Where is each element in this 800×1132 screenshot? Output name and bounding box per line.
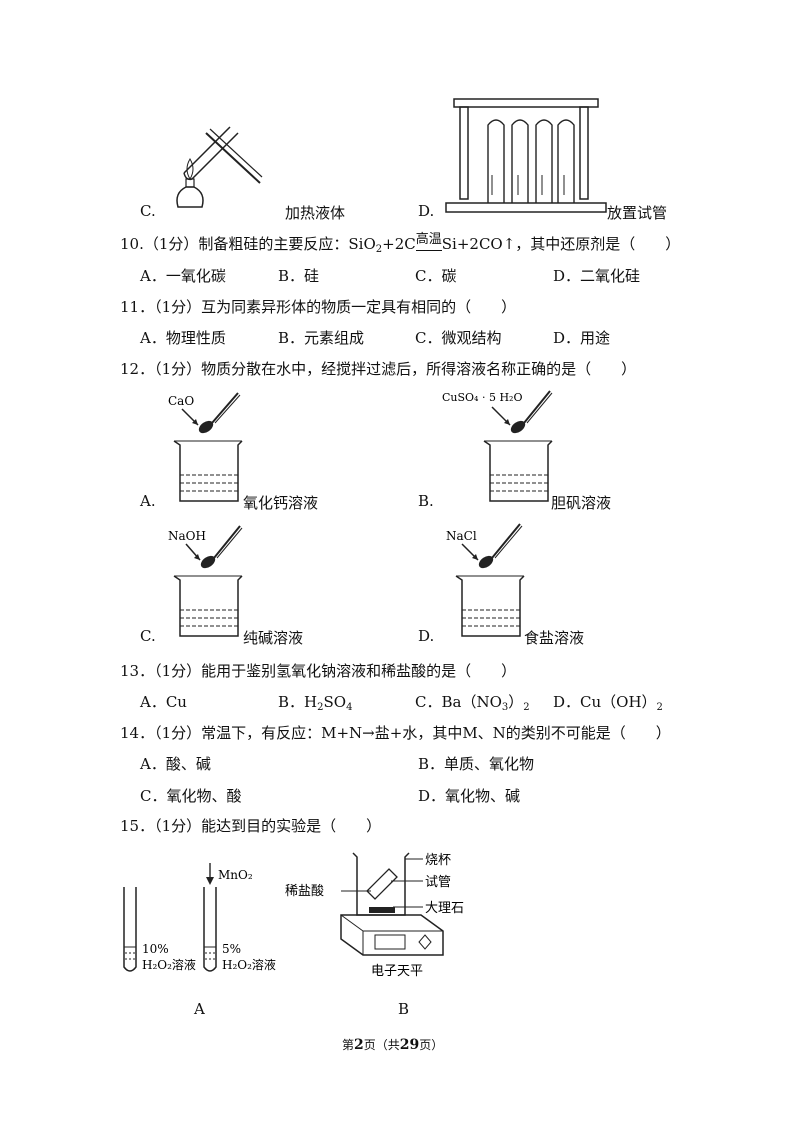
reaction-arrow xyxy=(415,250,442,251)
q13-stem: 13．（1分）能用于鉴别氢氧化钠溶液和稀盐酸的是（ ） xyxy=(120,662,517,680)
q14-stem: 14．（1分）常温下，有反应：M+N→盐+水，其中M、N的类别不可能是（ ） xyxy=(120,724,671,742)
q12-option-c-letter: C. xyxy=(140,627,156,645)
reagent-label-c: NaOH xyxy=(168,529,206,543)
acid-label: 稀盐酸 xyxy=(285,884,324,899)
tube1-percent: 10% xyxy=(142,942,169,956)
heating-liquid-figure xyxy=(176,126,263,208)
q9-option-c-label: 加热液体 xyxy=(285,204,346,222)
q14-option-d: D．氧化物、碱 xyxy=(418,787,521,805)
q14-option-a: A．酸、碱 xyxy=(140,755,211,773)
reagent-label-b: CuSO₄ · 5 H₂O xyxy=(442,391,522,404)
q9-option-d-letter: D. xyxy=(418,202,435,220)
beaker-label: 烧杯 xyxy=(425,853,451,868)
tube1-solution: H₂O₂溶液 xyxy=(142,957,196,972)
q9-option-c-letter: C. xyxy=(140,202,156,220)
q11-stem: 11．（1分）互为同素异形体的物质一定具有相同的（ ） xyxy=(120,298,517,316)
tube2-solution: H₂O₂溶液 xyxy=(222,957,276,972)
test-tube-rack-figure xyxy=(445,98,607,213)
figure-b-caption: B xyxy=(398,1000,410,1018)
q13-option-c: C．Ba（NO3）2 xyxy=(415,693,530,713)
q13-option-a: A．Cu xyxy=(140,693,187,711)
beaker-figure-a: CaO xyxy=(168,392,243,502)
tube2-percent: 5% xyxy=(222,942,241,956)
figure-b-balance: 烧杯 试管 稀盐酸 大理石 电子天平 xyxy=(285,852,464,979)
q10-option-a: A．一氧化碳 xyxy=(140,267,226,285)
figure-a-test-tubes: 10% H₂O₂溶液 5% H₂O₂溶液 MnO₂ xyxy=(123,863,276,972)
beaker-figure-d: NaCl xyxy=(446,523,525,637)
q13-option-d: D．Cu（OH）2 xyxy=(553,693,663,713)
q12-option-b-letter: B. xyxy=(418,492,434,510)
page-footer: 第2页（共29页） xyxy=(342,1037,444,1053)
mno2-label: MnO₂ xyxy=(218,868,253,882)
marble-label: 大理石 xyxy=(425,901,464,916)
balance-label: 电子天平 xyxy=(371,964,423,979)
current-page: 2 xyxy=(354,1037,364,1053)
q12-option-d-letter: D. xyxy=(418,627,435,645)
q12-option-a-label: 氧化钙溶液 xyxy=(243,494,319,512)
reagent-label-d: NaCl xyxy=(446,529,477,543)
q12-option-c-label: 纯碱溶液 xyxy=(243,629,304,647)
q9-option-d-label: 放置试管 xyxy=(607,204,668,222)
q14-option-c: C．氧化物、酸 xyxy=(140,787,242,805)
reagent-label-a: CaO xyxy=(168,394,194,408)
q11-option-d: D．用途 xyxy=(553,329,611,347)
q10-option-c: C．碳 xyxy=(415,267,457,285)
figure-a-caption: A xyxy=(194,1000,205,1018)
q12-option-b-label: 胆矾溶液 xyxy=(551,494,612,512)
total-pages: 29 xyxy=(399,1037,420,1053)
q10-option-d: D．二氧化硅 xyxy=(553,267,641,285)
q12-stem: 12．（1分）物质分散在水中，经搅拌过滤后，所得溶液名称正确的是（ ） xyxy=(120,360,637,378)
q13-option-b: B．H2SO4 xyxy=(278,693,353,713)
test-tube-label: 试管 xyxy=(425,875,451,890)
q12-option-d-label: 食盐溶液 xyxy=(524,629,585,647)
reaction-condition: 高温 xyxy=(415,232,442,253)
beaker-figure-c: NaOH xyxy=(168,525,243,637)
beaker-figure-b: CuSO₄ · 5 H₂O xyxy=(442,390,553,502)
q11-option-b: B．元素组成 xyxy=(278,329,365,347)
q10-option-b: B．硅 xyxy=(278,267,320,285)
q11-option-c: C．微观结构 xyxy=(415,329,502,347)
q14-option-b: B．单质、氧化物 xyxy=(418,755,535,773)
q12-option-a-letter: A. xyxy=(140,492,156,510)
q15-stem: 15．（1分）能达到目的实验是（ ） xyxy=(120,817,382,835)
q11-option-a: A．物理性质 xyxy=(140,329,226,347)
